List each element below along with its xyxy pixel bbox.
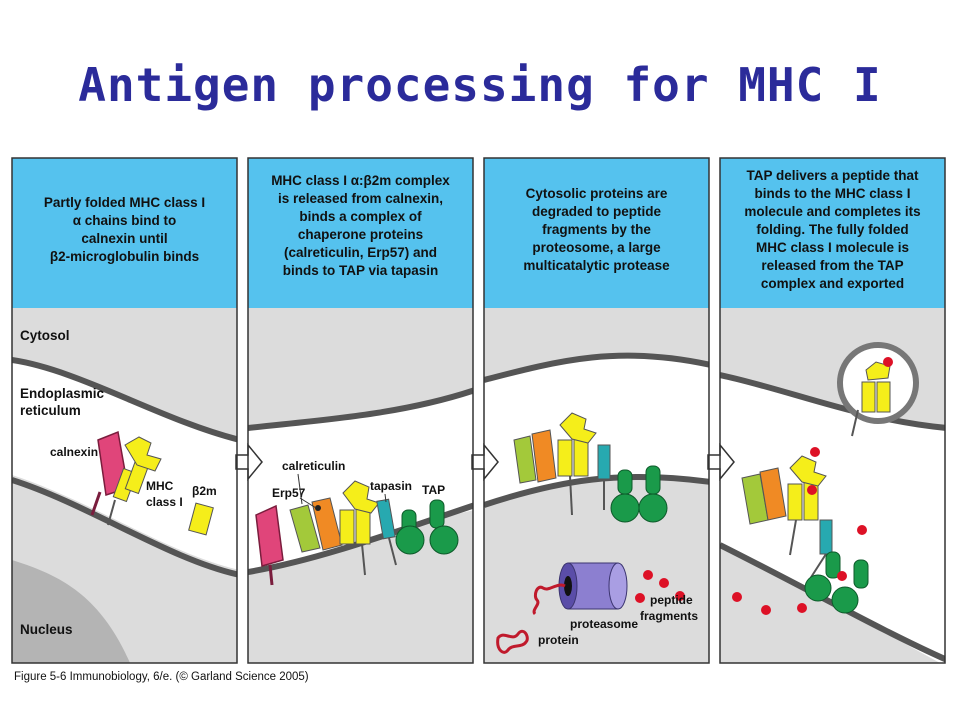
caption-line: (calreticulin, Erp57) and	[284, 245, 437, 260]
mhc-label-line2: class I	[146, 495, 183, 509]
caption-box-1	[12, 158, 237, 308]
figure-credit: Figure 5-6 Immunobiology, 6/e. (© Garlan…	[14, 671, 309, 683]
caption-box-3	[484, 158, 709, 308]
proteasome-shape	[558, 562, 628, 610]
caption-line: complex and exported	[761, 276, 904, 291]
caption-3: Cytosolic proteins are degraded to peptid…	[523, 186, 670, 273]
caption-box-2	[248, 158, 473, 308]
caption-4: TAP delivers a peptide that binds to the …	[744, 168, 920, 291]
caption-1: Partly folded MHC class I α chains bind t…	[44, 195, 205, 264]
caption-line: chaperone proteins	[298, 227, 423, 242]
caption-line: proteosome, a large	[532, 240, 661, 255]
caption-line: α chains bind to	[73, 213, 177, 228]
caption-line: multicatalytic protease	[523, 258, 670, 273]
b2m-shape	[188, 502, 214, 536]
caption-line: calnexin until	[81, 231, 167, 246]
page-title: Antigen processing for MHC I	[78, 58, 882, 112]
peptide-label-line1: peptide	[650, 593, 693, 607]
caption-line: fragments by the	[542, 222, 651, 237]
caption-line: MHC class I molecule is	[756, 240, 909, 255]
caption-line: Partly folded MHC class I	[44, 195, 205, 210]
caption-line: β2-microglobulin binds	[50, 249, 199, 264]
tap-label: TAP	[422, 483, 445, 497]
caption-line: degraded to peptide	[532, 204, 662, 219]
tapasin-label: tapasin	[370, 479, 412, 493]
panel-2	[248, 158, 473, 663]
caption-line: released from the TAP	[761, 258, 903, 273]
cytosol-label: Cytosol	[20, 328, 70, 343]
protein-label: protein	[538, 633, 579, 647]
nucleus-label: Nucleus	[20, 622, 73, 637]
caption-line: TAP delivers a peptide that	[746, 168, 919, 183]
calnexin-label: calnexin	[50, 445, 98, 459]
caption-box-4	[720, 158, 945, 308]
caption-line: Cytosolic proteins are	[526, 186, 668, 201]
erp57-label: Erp57	[272, 486, 306, 500]
panel-1	[12, 158, 237, 663]
caption-line: is released from calnexin,	[278, 191, 443, 206]
panel-4	[720, 158, 945, 663]
er-label-line2: reticulum	[20, 403, 81, 418]
caption-line: molecule and completes its	[744, 204, 920, 219]
b2m-label: β2m	[192, 484, 217, 498]
caption-line: binds to TAP via tapasin	[283, 263, 439, 278]
er-label-line1: Endoplasmic	[20, 386, 105, 401]
mhc-label-line1: MHC	[146, 479, 174, 493]
calreticulin-label: calreticulin	[282, 459, 345, 473]
caption-line: binds a complex of	[299, 209, 422, 224]
peptide-label-line2: fragments	[640, 609, 698, 623]
panel-3	[484, 158, 709, 663]
proteasome-label: proteasome	[570, 617, 638, 631]
caption-line: binds to the MHC class I	[754, 186, 910, 201]
caption-line: MHC class I α:β2m complex	[271, 173, 450, 188]
caption-line: folding. The fully folded	[756, 222, 908, 237]
caption-2: MHC class I α:β2m complex is released fro…	[271, 173, 450, 278]
